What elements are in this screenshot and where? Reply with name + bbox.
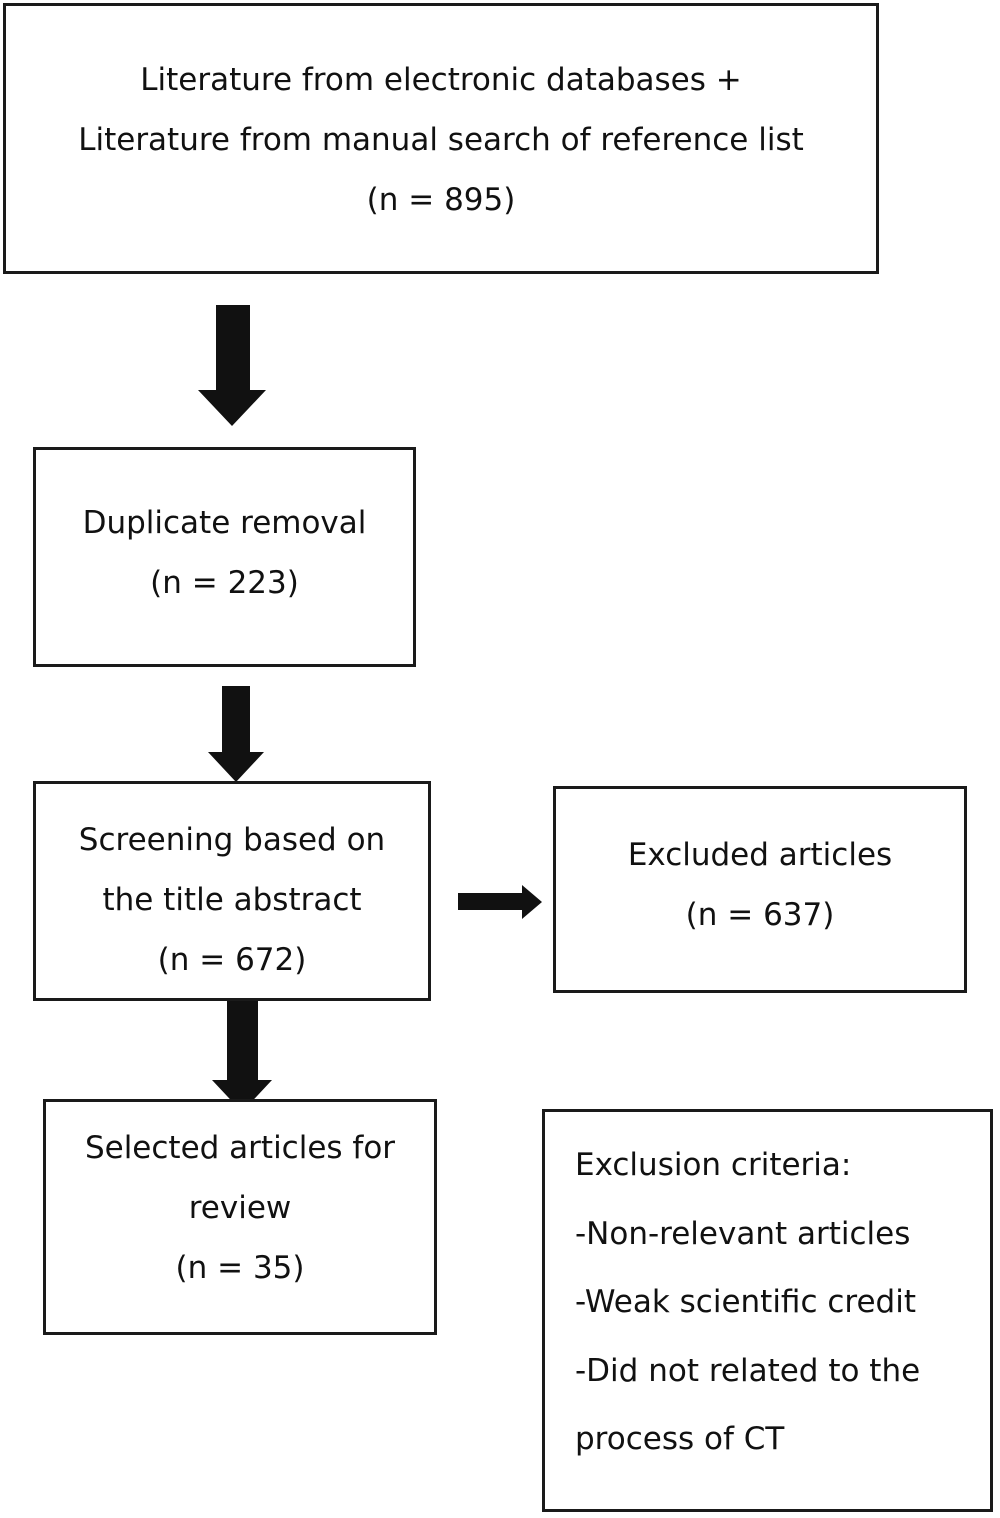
screening-count: (n = 672) [157, 942, 307, 978]
source-line-1: Literature from electronic databases + [140, 62, 742, 98]
source-literature-box: Literature from electronic databases + L… [3, 3, 879, 274]
arrow-screening-to-selected [212, 1001, 272, 1112]
selected-line-2: review [188, 1190, 292, 1226]
arrow-screening-to-excluded [458, 885, 542, 919]
criteria-item: -Non-relevant articles [575, 1216, 911, 1252]
arrow-source-to-duplicate [198, 305, 266, 426]
excluded-count: (n = 637) [685, 897, 835, 933]
selected-line-1: Selected articles for [84, 1130, 396, 1166]
arrow-duplicate-to-screening [208, 686, 264, 782]
source-line-2: Literature from manual search of referen… [78, 122, 804, 158]
source-count: (n = 895) [366, 182, 516, 218]
excluded-label: Excluded articles [627, 837, 893, 873]
duplicate-removal-box: Duplicate removal (n = 223) [33, 447, 416, 667]
selected-articles-box: Selected articles for review (n = 35) [43, 1099, 437, 1335]
excluded-articles-box: Excluded articles (n = 637) [553, 786, 967, 993]
criteria-item: process of CT [575, 1421, 785, 1457]
selected-count: (n = 35) [175, 1250, 305, 1286]
screening-line-1: Screening based on [78, 822, 386, 858]
exclusion-criteria-box: Exclusion criteria: -Non-relevant articl… [542, 1109, 993, 1512]
criteria-item: -Weak scientific credit [575, 1284, 916, 1320]
criteria-heading: Exclusion criteria: [575, 1147, 852, 1183]
duplicate-label: Duplicate removal [82, 505, 367, 541]
screening-box: Screening based on the title abstract (n… [33, 781, 431, 1001]
screening-line-2: the title abstract [102, 882, 362, 918]
criteria-item: -Did not related to the [575, 1353, 921, 1389]
duplicate-count: (n = 223) [150, 565, 299, 601]
